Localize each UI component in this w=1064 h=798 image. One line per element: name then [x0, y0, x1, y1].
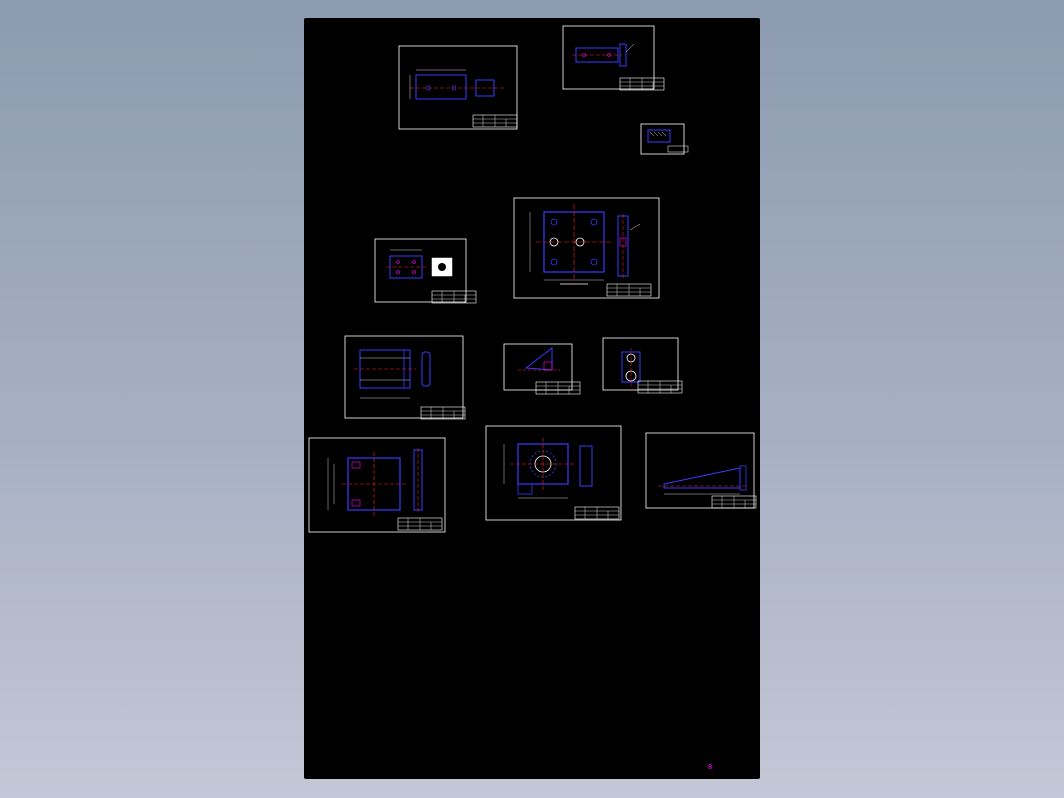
drawing-8[interactable] — [602, 337, 683, 394]
corner-mark: 8 — [708, 763, 713, 771]
drawing-3[interactable] — [640, 123, 689, 155]
drawing-7[interactable] — [503, 343, 581, 395]
drawing-1[interactable] — [398, 45, 518, 130]
sheet-canvas — [308, 25, 757, 533]
drawing-11[interactable] — [645, 432, 757, 509]
drawing-10[interactable] — [485, 425, 622, 521]
drawing-6[interactable] — [344, 335, 466, 420]
drawing-2[interactable] — [562, 25, 665, 91]
drawing-4[interactable] — [513, 197, 660, 299]
drawing-sheet[interactable]: 8 — [304, 18, 760, 779]
drawing-9[interactable] — [308, 437, 446, 533]
drawing-5[interactable] — [374, 238, 477, 304]
